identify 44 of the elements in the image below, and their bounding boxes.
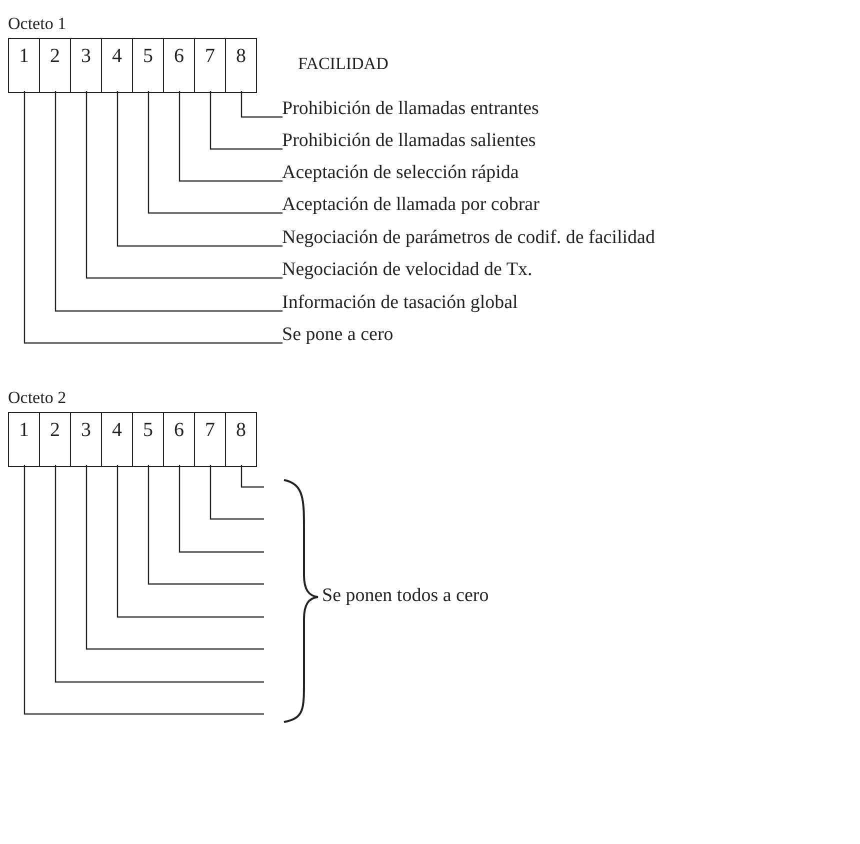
bit-cell: 3 <box>71 413 102 466</box>
column-heading: FACILIDAD <box>298 53 388 75</box>
leader-line <box>54 465 264 683</box>
facility-label: Prohibición de llamadas salientes <box>282 129 536 153</box>
bit-cell: 7 <box>195 39 226 92</box>
bit-cell: 5 <box>133 39 164 92</box>
bit-cell: 1 <box>9 413 40 466</box>
leader-line <box>116 465 264 618</box>
leader-line <box>24 91 282 344</box>
leader-line <box>240 465 264 488</box>
bit-cell: 4 <box>102 39 133 92</box>
leader-line <box>178 91 282 182</box>
bit-cell: 6 <box>164 39 195 92</box>
bit-cell: 7 <box>195 413 226 466</box>
leader-line <box>148 91 282 214</box>
bit-cell: 1 <box>9 39 40 92</box>
leader-line <box>116 91 282 247</box>
leader-line <box>240 91 282 118</box>
facility-label: Prohibición de llamadas entrantes <box>282 97 539 121</box>
bit-cell: 3 <box>71 39 102 92</box>
bit-cell: 2 <box>40 413 71 466</box>
octet-heading: Octeto 2 <box>8 388 66 408</box>
leader-line <box>210 91 282 150</box>
leader-line <box>210 465 264 520</box>
leader-line <box>178 465 264 553</box>
leader-line <box>86 465 264 650</box>
bit-cell: 8 <box>226 39 257 92</box>
brace-note: Se ponen todos a cero <box>322 584 489 608</box>
facility-label: Negociación de velocidad de Tx. <box>282 258 532 282</box>
bit-cell: 5 <box>133 413 164 466</box>
leader-line <box>24 465 264 715</box>
facility-label: Negociación de parámetros de codif. de facilidad <box>282 226 655 250</box>
bit-cell: 6 <box>164 413 195 466</box>
octet-heading: Octeto 1 <box>8 14 66 34</box>
bit-cell: 8 <box>226 413 257 466</box>
leader-line <box>148 465 264 585</box>
facility-label: Aceptación de selección rápida <box>282 161 519 185</box>
facility-label: Se pone a cero <box>282 323 394 347</box>
leader-line <box>86 91 282 279</box>
bit-cell: 2 <box>40 39 71 92</box>
facility-label: Aceptación de llamada por cobrar <box>282 193 540 217</box>
leader-line <box>54 91 282 312</box>
bit-cell: 4 <box>102 413 133 466</box>
facility-label: Información de tasación global <box>282 291 518 315</box>
